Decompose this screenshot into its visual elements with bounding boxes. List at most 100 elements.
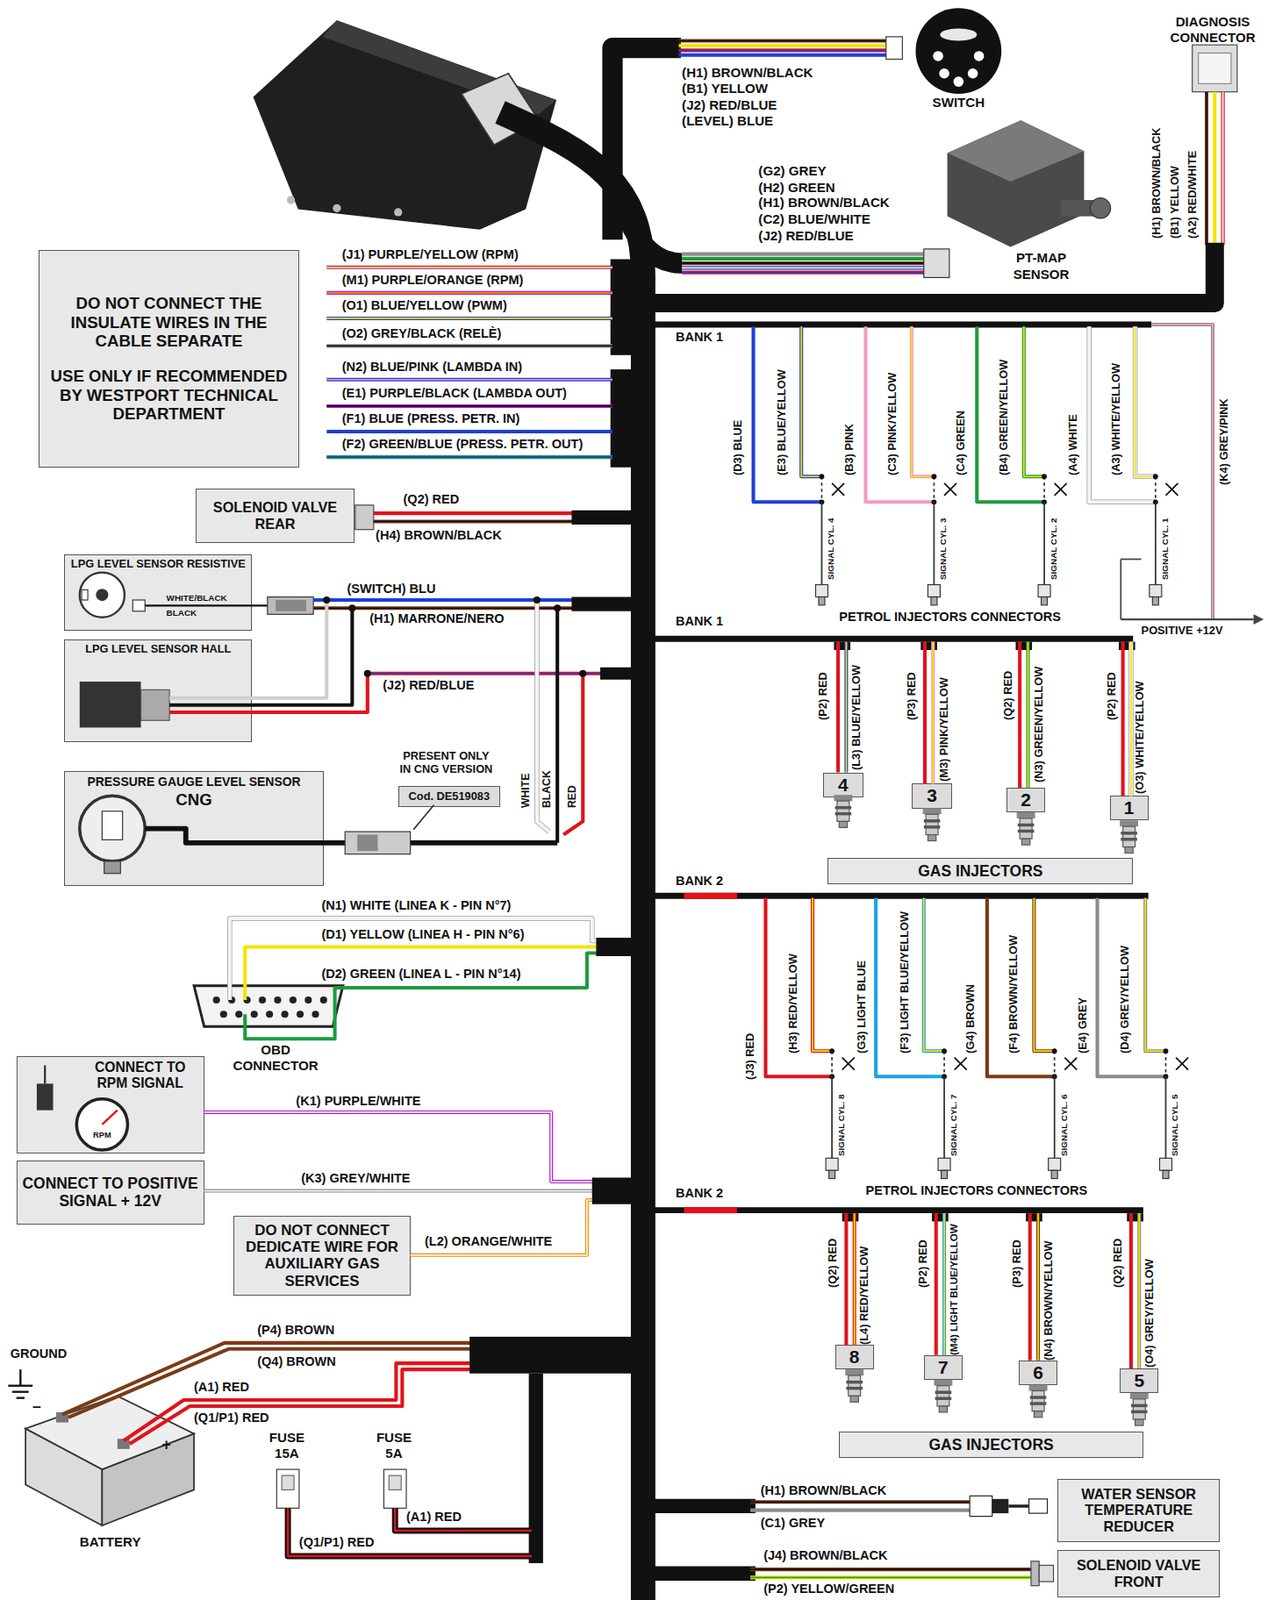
gas-injector (1017, 812, 1036, 819)
wire (681, 271, 926, 275)
box-text: 5 (1120, 1370, 1158, 1392)
box-text: CONNECT TO RPM SIGNAL (80, 1060, 201, 1092)
wire-stripe (681, 272, 926, 274)
harness-stub (610, 258, 644, 355)
scissors-symbol (1064, 1058, 1077, 1071)
gas-injector (1021, 838, 1030, 846)
gauge-fitting (104, 861, 122, 874)
label-text: (Q2) RED (403, 492, 460, 507)
label: (H1) BROWN/BLACK (760, 1483, 888, 1499)
wire (410, 840, 559, 846)
label-text: (P3) RED (1009, 1239, 1024, 1289)
wire-stripe (1027, 642, 1030, 788)
connector (267, 597, 314, 616)
harness-cable (643, 1499, 756, 1514)
wire (681, 257, 926, 261)
injector-connector (1048, 1158, 1061, 1171)
cut-line (1154, 476, 1157, 502)
wire-stripe (679, 40, 899, 43)
vertical-wire-label: (F4) BROWN/YELLOW (1007, 934, 1020, 1053)
label-text: (H2) GREEN (758, 179, 835, 195)
label-text: (J3) RED (743, 1032, 757, 1080)
box-text: GAS INJECTORS (831, 862, 1129, 881)
label-text: (H1) BROWN/BLACK (760, 1483, 888, 1498)
label-text: (Q2) RED (1110, 1239, 1125, 1289)
obd-pin (304, 996, 312, 1004)
label-text: (K4) GREY/PINK (1217, 398, 1231, 486)
vertical-wire-label: (B4) GREEN/YELLOW (997, 359, 1010, 476)
scissors-symbol (831, 483, 845, 496)
gas-injector (935, 1391, 953, 1395)
vertical-wire-label: (J3) RED (744, 1032, 757, 1080)
label-text: – (32, 1397, 42, 1416)
vertical-wire-label: SIGNAL CYL. 3 (938, 517, 949, 581)
dot (364, 670, 372, 678)
label: (P2) YELLOW/GREEN (763, 1582, 895, 1598)
gauge-face (101, 811, 122, 841)
gas-injector (1132, 1399, 1146, 1420)
wire (681, 265, 926, 270)
label-text: (L2) ORANGE/WHITE (424, 1234, 552, 1249)
dot (829, 1048, 835, 1054)
box-text: CNG (68, 790, 319, 810)
injector-connector (825, 1158, 839, 1171)
label-text: SIGNAL CYL. 7 (948, 1094, 959, 1157)
label-text: (B1) YELLOW (681, 80, 768, 96)
wire (852, 1213, 857, 1346)
scissors-symbol (1175, 1058, 1189, 1071)
label: + (162, 1436, 172, 1455)
harness-cable (643, 1567, 756, 1582)
label-text: (E1) PURPLE/BLACK (LAMBDA OUT) (342, 386, 567, 401)
gas-injector (1131, 1411, 1148, 1414)
label-text: (M1) PURPLE/ORANGE (RPM) (342, 272, 524, 287)
label: BLACK (166, 608, 198, 619)
wire (679, 38, 899, 43)
label-text: OBD CONNECTOR (233, 1042, 319, 1074)
label-text: (O1) BLUE/YELLOW (PWM) (342, 298, 508, 313)
label-text: PETROL INJECTORS CONNECTORS (838, 609, 1061, 624)
wire (169, 673, 368, 713)
label-text: BLACK (166, 608, 198, 618)
label: FUSE 15A (261, 1430, 313, 1462)
label: WHITE/BLACK (166, 593, 228, 604)
wire (373, 511, 574, 516)
harness-cable (624, 208, 682, 264)
obd-connector (193, 986, 344, 1028)
vertical-wire-label: (C4) GREEN (954, 410, 967, 476)
gas-injector (923, 808, 942, 815)
wire (942, 1213, 946, 1356)
injector-connector (829, 1170, 836, 1179)
label-text: (N4) BROWN/YELLOW (1041, 1240, 1055, 1361)
ecu-screw (393, 207, 402, 216)
box-text: 7 (924, 1357, 962, 1379)
wire (1137, 1213, 1141, 1369)
harness-cable (643, 321, 1152, 328)
ignition-coil (36, 1083, 54, 1111)
vertical-wire-label: (P2) RED (816, 673, 830, 722)
label-text: (O2) GREY/BLACK (RELÈ) (342, 326, 502, 341)
vertical-wire-label: (A3) WHITE/YELLOW (1110, 363, 1123, 476)
label-text: GROUND (10, 1346, 68, 1361)
vertical-wire-label: (Q2) RED (826, 1239, 839, 1289)
wire-outline (1128, 642, 1133, 797)
dot (348, 604, 356, 612)
label-text: BANK 1 (675, 614, 724, 629)
label-text: (H1) BROWN/BLACK (758, 194, 889, 210)
vertical-wire-label: SIGNAL CYL. 6 (1060, 1094, 1070, 1157)
note-box: CONNECT TO POSITIVE SIGNAL + 12V (16, 1160, 205, 1225)
wire (750, 1509, 970, 1513)
harness-cable (643, 893, 1149, 900)
obd-pin (281, 1010, 289, 1018)
arrow-head (1253, 614, 1265, 625)
label-text: (K3) GREY/WHITE (300, 1171, 410, 1186)
wire-stripe (911, 326, 935, 477)
label-text: FUSE 15A (269, 1430, 305, 1462)
scissors-symbol (1054, 483, 1068, 496)
label-text: DIAGNOSIS CONNECTOR (1169, 14, 1255, 45)
injector-connector (1152, 597, 1159, 606)
wire (1221, 92, 1225, 245)
wire-stripe (812, 898, 832, 1052)
label-text: (E3) BLUE/YELLOW (774, 369, 788, 476)
ptmap-port (1089, 198, 1111, 219)
wire (844, 1213, 848, 1346)
